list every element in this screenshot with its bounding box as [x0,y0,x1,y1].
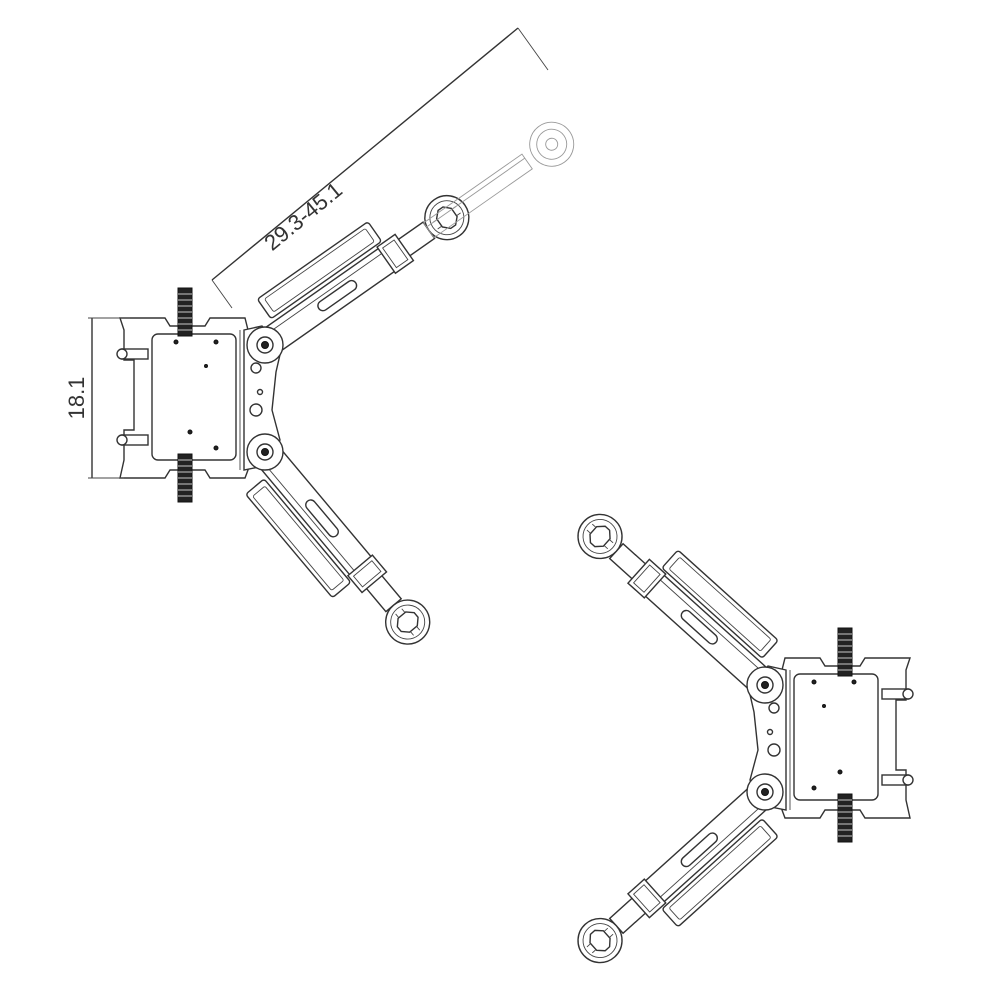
right-carriage-group [569,491,914,987]
left-carriage [116,287,283,503]
arm-length-label: 29.3-45.1 [259,177,347,255]
base-width-dimension: 18.1 [64,317,130,479]
right-carriage [747,627,914,843]
right-lower-arm [569,782,786,986]
left-upper-arm-extended [423,121,575,239]
right-upper-arm [569,491,786,695]
left-rollers [116,348,149,446]
left-top-screw [177,287,193,337]
base-width-label: 18.1 [64,377,89,420]
left-lower-arm [239,446,438,666]
left-cover-plate [151,333,237,461]
left-upper-arm [249,171,477,358]
left-bottom-screw [177,453,193,503]
left-upper-pivot [246,326,284,364]
left-lower-pivot [246,433,284,471]
